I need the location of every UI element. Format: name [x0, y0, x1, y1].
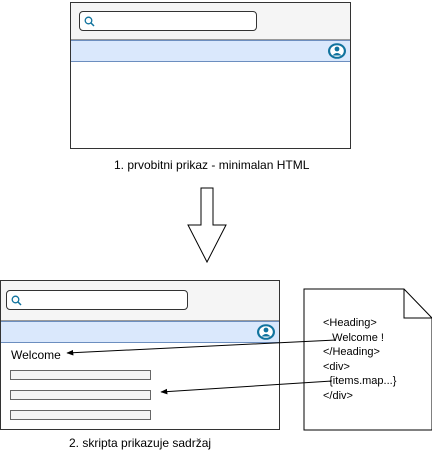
- browser-toolbar: [71, 3, 350, 40]
- items-arrow: [160, 380, 333, 395]
- code-line: <div>: [323, 360, 350, 373]
- code-document: [303, 288, 432, 431]
- list-item-placeholder: [10, 390, 151, 400]
- search-icon: [11, 295, 22, 306]
- list-item-placeholder: [10, 370, 151, 380]
- caption-script-render: 2. skripta prikazuje sadržaj: [69, 436, 212, 450]
- heading-arrow: [66, 339, 337, 356]
- browser-window-initial: [70, 2, 351, 149]
- user-icon[interactable]: [327, 42, 347, 60]
- caption-initial-render: 1. prvobitni prikaz - minimalan HTML: [114, 158, 310, 172]
- code-line: </div>: [323, 389, 353, 402]
- user-icon[interactable]: [256, 323, 276, 341]
- code-snippet: <Heading> Welcome ! </Heading> <div> {item…: [323, 316, 396, 403]
- browser-window-rendered: [0, 280, 280, 430]
- search-input[interactable]: [79, 11, 257, 31]
- nav-bar: [71, 40, 350, 62]
- code-line: {items.map...}: [323, 375, 397, 387]
- list-item-placeholder: [10, 410, 151, 420]
- nav-bar: [1, 321, 279, 343]
- code-line: </Heading>: [323, 346, 380, 358]
- search-icon: [84, 16, 95, 27]
- search-input[interactable]: [6, 290, 188, 310]
- code-line: Welcome !: [323, 331, 384, 344]
- browser-toolbar: [1, 281, 279, 321]
- down-arrow-icon: [187, 187, 227, 264]
- code-line: <Heading>: [323, 317, 377, 329]
- rendered-heading: Welcome: [11, 348, 61, 362]
